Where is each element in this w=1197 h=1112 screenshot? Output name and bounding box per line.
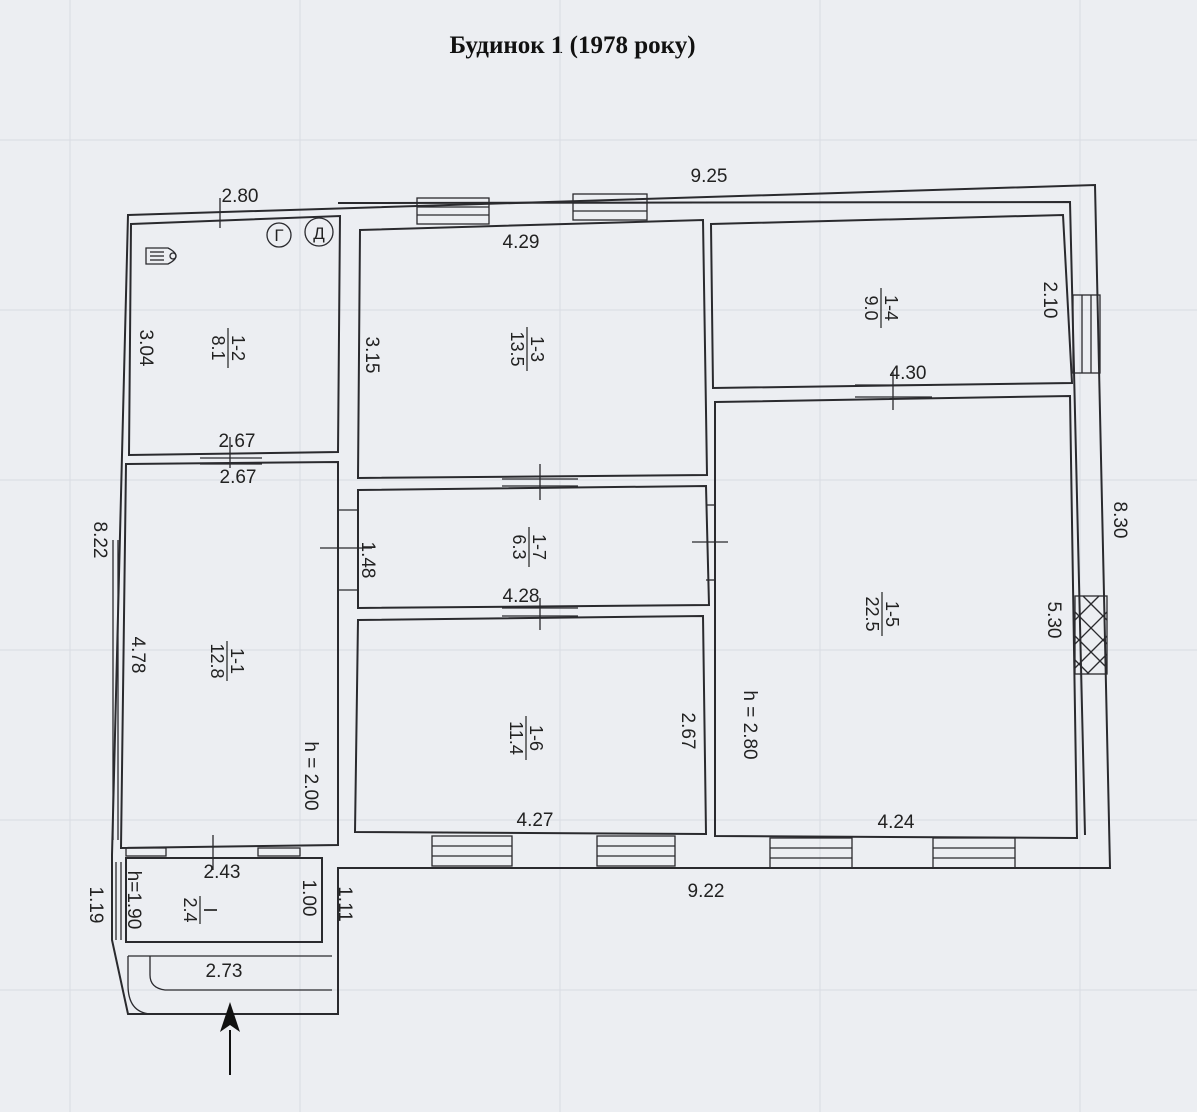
dim-r11-h: h = 2.00 bbox=[300, 741, 321, 810]
window-right bbox=[1072, 294, 1101, 374]
room-area: 9.0 bbox=[861, 295, 881, 320]
dim-right-total: 8.30 bbox=[1109, 502, 1130, 539]
dim-rI-side: 1.11 bbox=[334, 886, 355, 922]
room-area: 8.1 bbox=[208, 335, 228, 360]
room-1-2-outline bbox=[127, 214, 342, 457]
entrance-arrow bbox=[220, 1002, 240, 1075]
dim-r13-width: 4.29 bbox=[503, 232, 540, 253]
room-label-1-6: 1-6 11.4 bbox=[506, 716, 546, 760]
dim-rI-left: 1.19 bbox=[85, 887, 106, 924]
dim-rI-depth: 1.00 bbox=[298, 880, 319, 917]
dim-r15-width: 4.24 bbox=[878, 812, 915, 833]
dim-r17-height: 1.48 bbox=[357, 542, 378, 579]
room-area: 6.3 bbox=[509, 534, 529, 559]
dim-rI-h: h=1.90 bbox=[123, 871, 144, 930]
dim-r15-h: h = 2.80 bbox=[739, 690, 760, 759]
dim-r13-height: 3.15 bbox=[361, 337, 382, 374]
room-id: 1-6 bbox=[526, 725, 546, 751]
room-area: 22.5 bbox=[862, 596, 882, 631]
room-I-outline bbox=[125, 857, 323, 943]
room-label-1-5: 1-5 22.5 bbox=[862, 592, 902, 636]
window-room-I bbox=[115, 862, 122, 940]
room-label-1-1: 1-1 12.8 bbox=[207, 641, 247, 681]
dim-r17-width: 4.28 bbox=[503, 586, 540, 607]
dim-r16-width: 4.27 bbox=[517, 810, 554, 831]
dim-rI-width: 2.43 bbox=[204, 862, 241, 883]
dim-r14-width: 4.30 bbox=[890, 363, 927, 384]
room-1-7-outline bbox=[357, 484, 711, 610]
hatched-block bbox=[1074, 595, 1108, 675]
boiler-symbol-label: Д bbox=[313, 224, 325, 243]
dim-r12-bottom: 2.67 bbox=[219, 431, 256, 452]
boiler-symbol: Д bbox=[304, 217, 334, 247]
room-1-4-outline bbox=[709, 213, 1074, 390]
room-1-1-outline bbox=[119, 460, 339, 850]
windows-top bbox=[416, 193, 648, 225]
dim-r15-height: 5.30 bbox=[1043, 602, 1064, 639]
window-left bbox=[112, 540, 119, 840]
room-label-1-2: 1-2 8.1 bbox=[208, 328, 248, 368]
room-1-3-outline bbox=[356, 218, 709, 480]
toilet-icon bbox=[145, 247, 177, 265]
room-1-5-outline bbox=[714, 394, 1079, 840]
room-id: 1-2 bbox=[228, 335, 248, 361]
room-id: I bbox=[200, 907, 220, 912]
room-area: 11.4 bbox=[506, 721, 526, 755]
room-label-1-7: 1-7 6.3 bbox=[509, 527, 549, 567]
room-label-1-4: 1-4 9.0 bbox=[861, 288, 901, 328]
gas-symbol-label: Г bbox=[274, 226, 283, 245]
plan-title: Будинок 1 (1978 року) bbox=[449, 32, 696, 59]
dim-top-total: 9.25 bbox=[691, 166, 728, 187]
room-id: 1-4 bbox=[881, 295, 901, 321]
porch-steps bbox=[127, 955, 338, 1015]
dim-r12-height: 3.04 bbox=[135, 330, 156, 367]
entrance-strips bbox=[125, 847, 301, 857]
room-area: 2.4 bbox=[180, 897, 200, 922]
outer-wall bbox=[111, 183, 1112, 1015]
dim-bottom-total: 9.22 bbox=[688, 881, 725, 902]
room-1-6-outline bbox=[353, 614, 708, 836]
windows-bottom bbox=[431, 835, 1016, 869]
room-area: 13.5 bbox=[507, 331, 527, 366]
room-label-I: I 2.4 bbox=[180, 896, 220, 924]
room-id: 1-1 bbox=[227, 648, 247, 674]
dim-r16-height: 2.67 bbox=[677, 713, 698, 750]
dim-porch-width: 2.73 bbox=[206, 961, 243, 982]
room-id: 1-5 bbox=[882, 601, 902, 627]
dim-r11-height: 4.78 bbox=[127, 637, 148, 674]
room-label-1-3: 1-3 13.5 bbox=[507, 327, 547, 371]
dim-left-total: 8.22 bbox=[89, 522, 110, 559]
door-marks bbox=[200, 198, 932, 870]
room-id: 1-7 bbox=[529, 534, 549, 560]
dim-r14-height: 2.10 bbox=[1039, 282, 1060, 319]
gas-symbol: Г bbox=[266, 222, 292, 248]
dim-r12-width: 2.80 bbox=[222, 186, 259, 207]
room-id: 1-3 bbox=[527, 336, 547, 362]
room-area: 12.8 bbox=[207, 643, 227, 678]
dim-r11-top: 2.67 bbox=[220, 467, 257, 488]
